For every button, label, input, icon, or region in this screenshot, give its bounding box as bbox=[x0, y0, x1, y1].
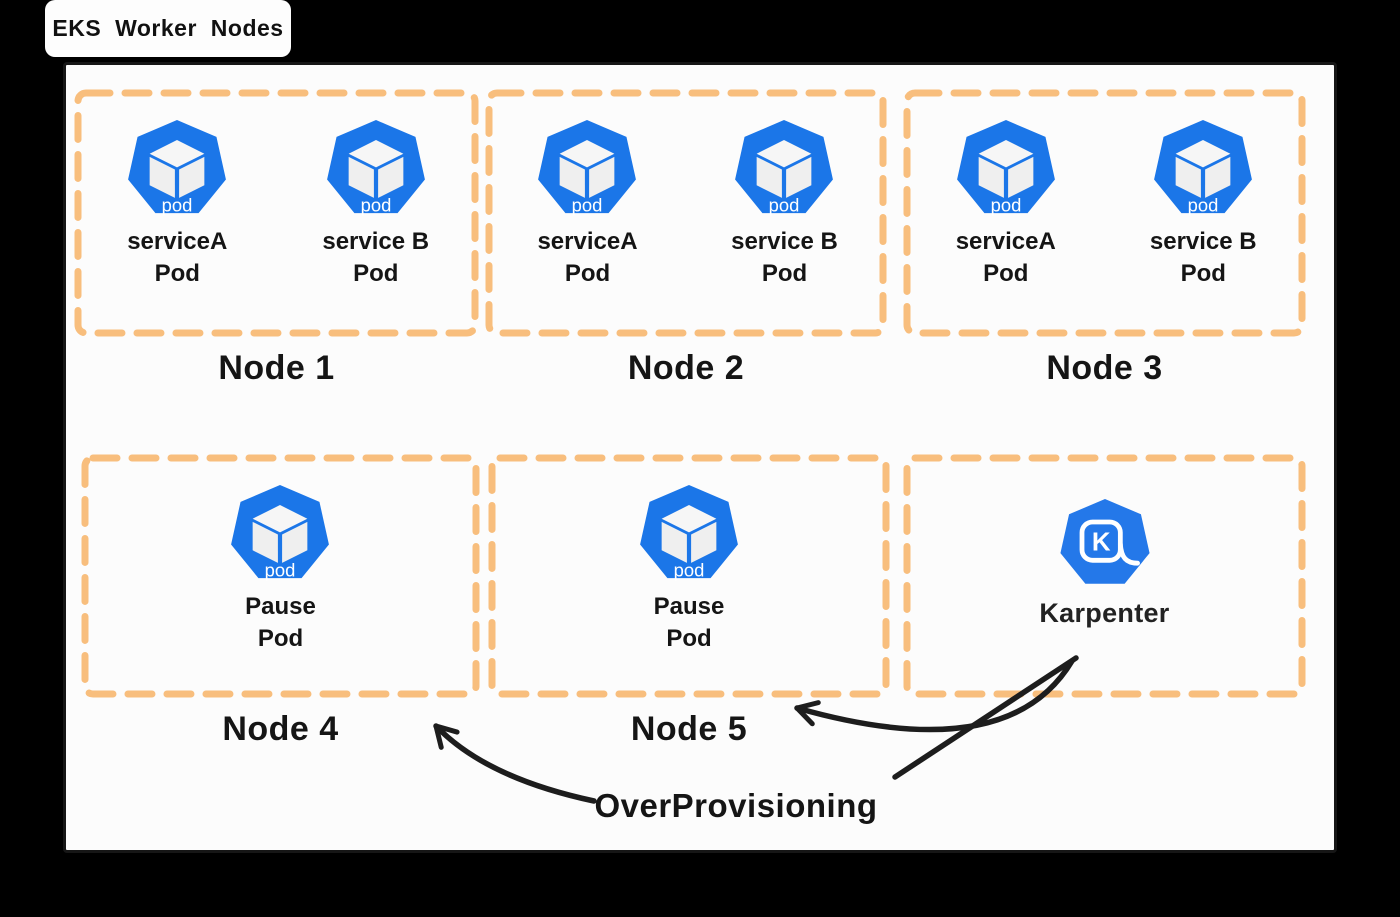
svg-text:pod: pod bbox=[769, 195, 800, 216]
kubernetes-pod-icon: pod bbox=[231, 485, 330, 581]
kubernetes-pod-icon: pod bbox=[735, 120, 834, 216]
kubernetes-pod-icon: pod bbox=[956, 120, 1055, 216]
node-3-label: Node 3 bbox=[1046, 349, 1163, 387]
diagram-title: EKS Worker Nodes bbox=[52, 15, 284, 41]
svg-text:pod: pod bbox=[360, 195, 391, 216]
svg-text:pod: pod bbox=[674, 560, 705, 581]
svg-text:pod: pod bbox=[1188, 195, 1219, 216]
kubernetes-pod-icon: pod bbox=[326, 120, 425, 216]
svg-text:pod: pod bbox=[990, 195, 1021, 216]
node-5-label: Node 5 bbox=[630, 710, 748, 748]
diagram-title-box: EKS Worker Nodes bbox=[45, 0, 291, 57]
svg-text:K: K bbox=[1091, 529, 1110, 557]
svg-text:pod: pod bbox=[572, 195, 603, 216]
karpenter-label: Karpenter bbox=[1039, 598, 1170, 628]
svg-text:pod: pod bbox=[265, 560, 296, 581]
node-1-label: Node 1 bbox=[218, 349, 335, 387]
node-4-label: Node 4 bbox=[222, 710, 339, 748]
karpenter-icon: K bbox=[1059, 498, 1150, 584]
kubernetes-pod-icon: pod bbox=[128, 120, 227, 216]
overprovisioning-label: OverProvisioning bbox=[594, 787, 878, 824]
kubernetes-pod-icon: pod bbox=[1154, 120, 1253, 216]
karpenter-node: K Karpenter bbox=[907, 458, 1302, 694]
kubernetes-pod-icon: pod bbox=[538, 120, 637, 216]
node-2-label: Node 2 bbox=[627, 349, 745, 387]
kubernetes-pod-icon: pod bbox=[640, 485, 738, 581]
svg-text:pod: pod bbox=[162, 195, 193, 216]
